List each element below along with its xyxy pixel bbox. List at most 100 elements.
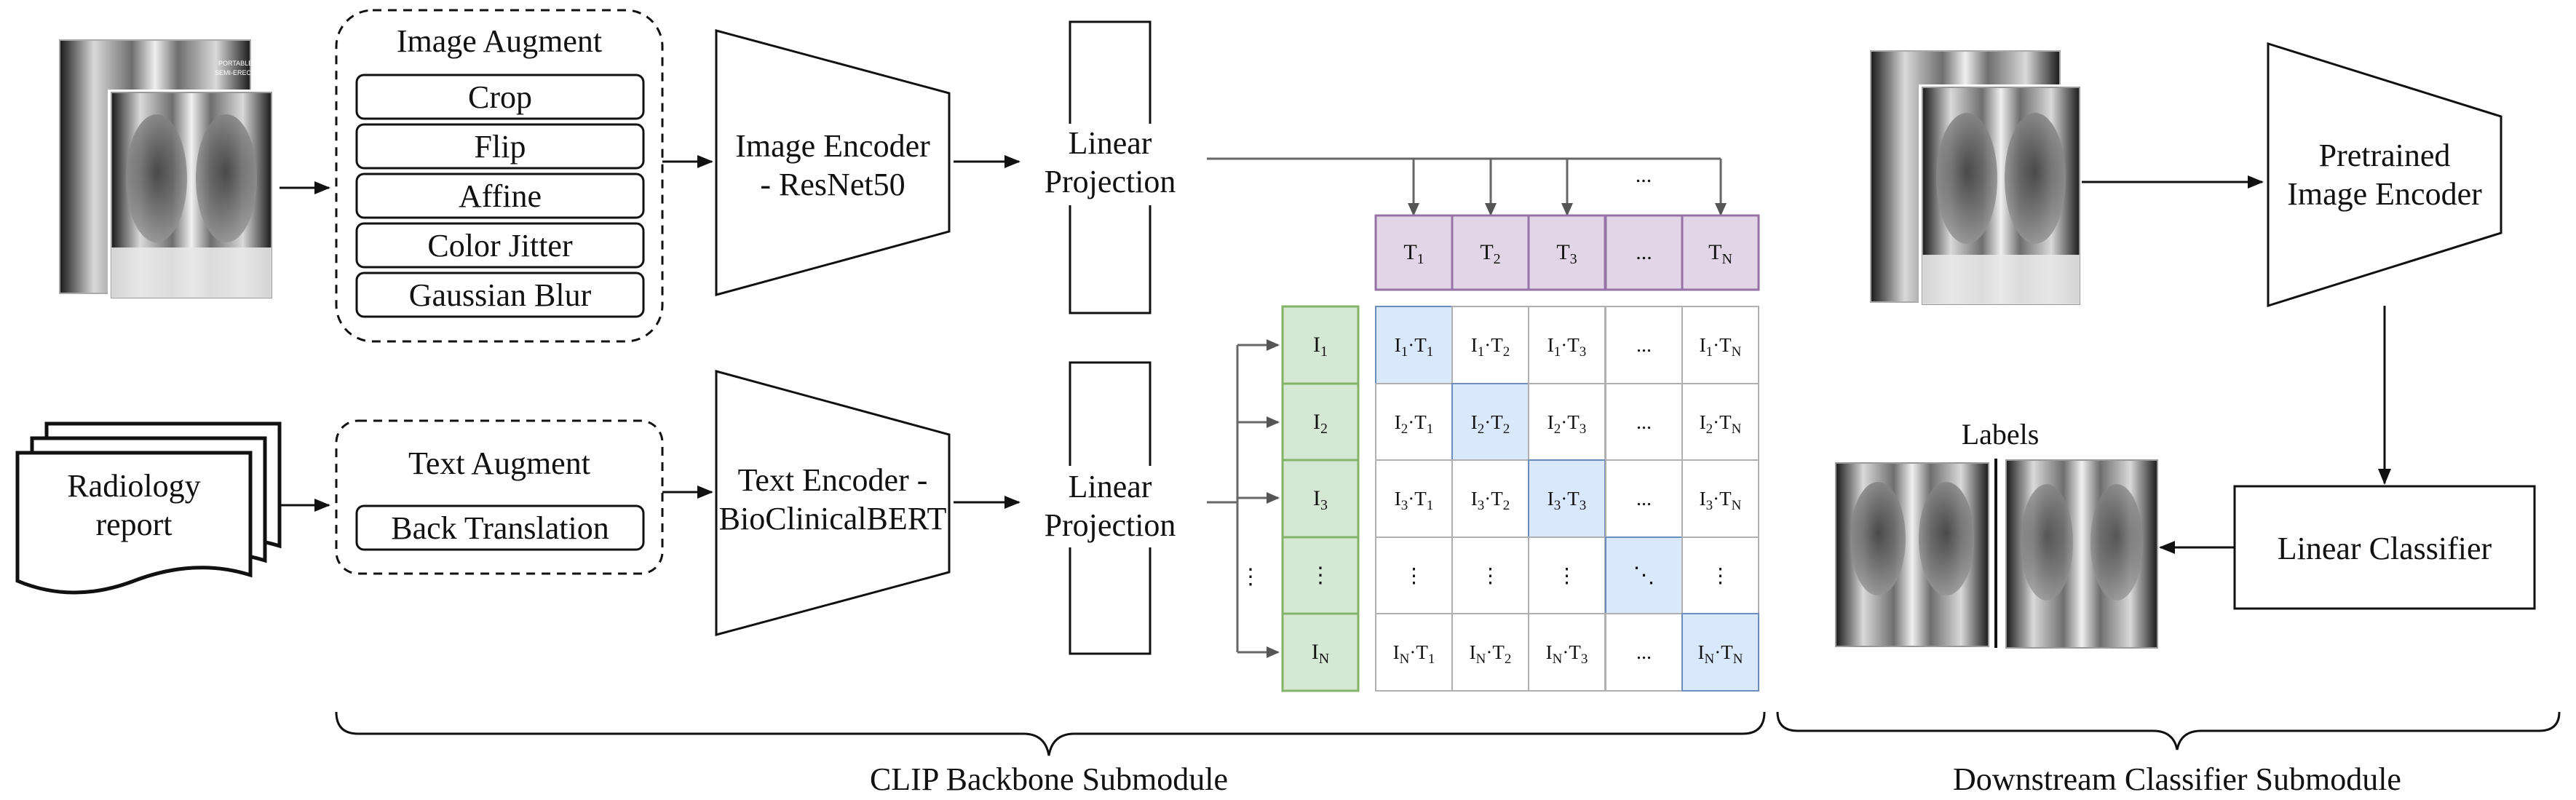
matrix-cell	[1605, 306, 1683, 384]
i-column-label: I1	[1313, 333, 1328, 360]
xray-image-front	[108, 90, 274, 301]
matrix-cell	[1451, 459, 1529, 538]
i-column-cell	[1281, 612, 1360, 692]
svg-text:BioClinicalBERT: BioClinicalBERT	[719, 501, 947, 536]
text-augment-group: Text Augment Back Translation	[335, 419, 664, 575]
image-linear-projection: Linear Projection	[1034, 20, 1186, 314]
t-header-label: TN	[1708, 240, 1732, 267]
t-header-label: T3	[1556, 240, 1577, 267]
linear-classifier: Linear Classifier	[2233, 485, 2536, 610]
svg-text:Color Jitter: Color Jitter	[427, 228, 573, 264]
matrix-cell	[1451, 613, 1529, 692]
matrix-row-ellipsis: ⋮	[1404, 565, 1424, 587]
matrix-row-ellipsis: ⋮	[1481, 565, 1501, 587]
image-augment-group: Image Augment Crop Flip Affine Color Jit…	[335, 9, 664, 343]
matrix-row-ellipsis: ⋮	[1711, 565, 1731, 587]
pretrained-image-encoder: Pretrained Image Encoder	[2267, 41, 2502, 308]
downstream-classifier-brace: Downstream Classifier Submodule	[1776, 711, 2561, 797]
downstream-xray-stack	[1870, 50, 2082, 307]
matrix-cell-diagonal	[1528, 459, 1606, 538]
svg-text:Radiology: Radiology	[67, 468, 200, 504]
matrix-cell-diagonal	[1375, 306, 1453, 384]
svg-text:PORTABLE: PORTABLE	[218, 60, 253, 67]
svg-text:Crop: Crop	[468, 79, 532, 115]
matrix-cell	[1375, 536, 1453, 615]
matrix-cell-label: I1·TN	[1700, 334, 1742, 360]
matrix-cell-label: I1·T1	[1395, 334, 1433, 360]
augment-affine: Affine	[355, 173, 645, 219]
matrix-col-ellipsis: ...	[1636, 411, 1652, 434]
left-row-ellipsis: ⋮	[1240, 565, 1261, 589]
svg-text:Gaussian Blur: Gaussian Blur	[409, 277, 592, 313]
matrix-cell-label: I2·T1	[1395, 411, 1433, 437]
clip-backbone-brace: CLIP Backbone Submodule	[335, 711, 1766, 797]
svg-text:Back Translation: Back Translation	[391, 510, 609, 546]
matrix-cell-label: IN·T2	[1470, 641, 1512, 667]
svg-text:Linear: Linear	[1069, 469, 1152, 504]
matrix-col-ellipsis: ...	[1636, 334, 1652, 357]
text-embedding-header-row: T1 T2 T3... TN	[1374, 214, 1760, 291]
i-column-label: IN	[1312, 640, 1329, 667]
matrix-cell-label: I3·T1	[1395, 488, 1433, 513]
svg-text:report: report	[95, 507, 172, 542]
image-embedding-connectors: ...	[1207, 157, 1727, 216]
t-header-label: ...	[1636, 240, 1652, 264]
input-xray-stack: PORTABLE SEMI-ERECT	[59, 39, 274, 301]
t-header-label: T2	[1480, 240, 1500, 267]
matrix-cell	[1375, 613, 1453, 692]
svg-text:Image Encoder: Image Encoder	[2287, 176, 2482, 212]
t-header-cell	[1681, 214, 1760, 291]
labels-title: Labels	[1962, 418, 2040, 451]
t-header-label: T1	[1403, 240, 1424, 267]
matrix-cell-label: IN·TN	[1698, 641, 1743, 667]
matrix-cell-label: IN·T3	[1546, 641, 1588, 667]
svg-text:Projection: Projection	[1045, 507, 1176, 543]
matrix-cell-label: I2·T3	[1547, 411, 1586, 437]
matrix-cell-label: I2·T2	[1471, 411, 1510, 437]
svg-text:Downstream Classifier Submodul: Downstream Classifier Submodule	[1953, 761, 2401, 797]
matrix-cell	[1681, 306, 1759, 384]
matrix-diag-ellipsis: ⋱	[1633, 563, 1655, 587]
svg-text:Linear: Linear	[1069, 125, 1152, 161]
matrix-col-ellipsis: ...	[1636, 488, 1652, 510]
augment-color-jitter: Color Jitter	[355, 222, 645, 269]
matrix-col-ellipsis: ...	[1636, 641, 1652, 664]
matrix-cell-label: I3·T2	[1471, 488, 1510, 513]
svg-text:Pretrained: Pretrained	[2319, 138, 2451, 173]
i-column-cell	[1281, 459, 1360, 539]
label-xray-1	[1835, 462, 1989, 647]
matrix-cell-label: I3·T3	[1547, 488, 1586, 513]
text-augment-title: Text Augment	[408, 445, 590, 481]
svg-text:Linear Classifier: Linear Classifier	[2278, 531, 2492, 566]
label-xray-2	[2005, 459, 2158, 649]
svg-text:SEMI-ERECT: SEMI-ERECT	[215, 69, 255, 76]
radiology-report-stack: Radiology report	[15, 421, 282, 595]
matrix-cell-label: I3·TN	[1700, 488, 1742, 513]
t-header-cell	[1374, 214, 1454, 291]
augment-flip: Flip	[355, 123, 645, 170]
t-header-cell	[1527, 214, 1606, 291]
text-embedding-connectors: ⋮	[1207, 339, 1280, 658]
matrix-cell-label: I1·T3	[1547, 334, 1586, 360]
matrix-cell	[1605, 613, 1683, 692]
matrix-cell-label: IN·T1	[1393, 641, 1435, 667]
augment-gaussian-blur: Gaussian Blur	[355, 272, 645, 318]
matrix-cell-diagonal	[1681, 613, 1759, 692]
matrix-cell	[1451, 536, 1529, 615]
top-ellipsis: ...	[1636, 163, 1652, 187]
augment-crop: Crop	[355, 74, 645, 120]
image-encoder: Image Encoder - ResNet50	[715, 29, 951, 296]
matrix-cell	[1681, 383, 1759, 462]
image-augment-title: Image Augment	[397, 23, 602, 59]
svg-text:Affine: Affine	[459, 178, 542, 214]
svg-text:Projection: Projection	[1045, 164, 1176, 199]
augment-back-translation: Back Translation	[355, 504, 645, 551]
matrix-cell	[1681, 459, 1759, 538]
svg-text:Flip: Flip	[475, 129, 526, 165]
matrix-cell-label: I2·TN	[1700, 411, 1742, 437]
matrix-cell	[1375, 459, 1453, 538]
i-column-label: I3	[1313, 486, 1328, 513]
